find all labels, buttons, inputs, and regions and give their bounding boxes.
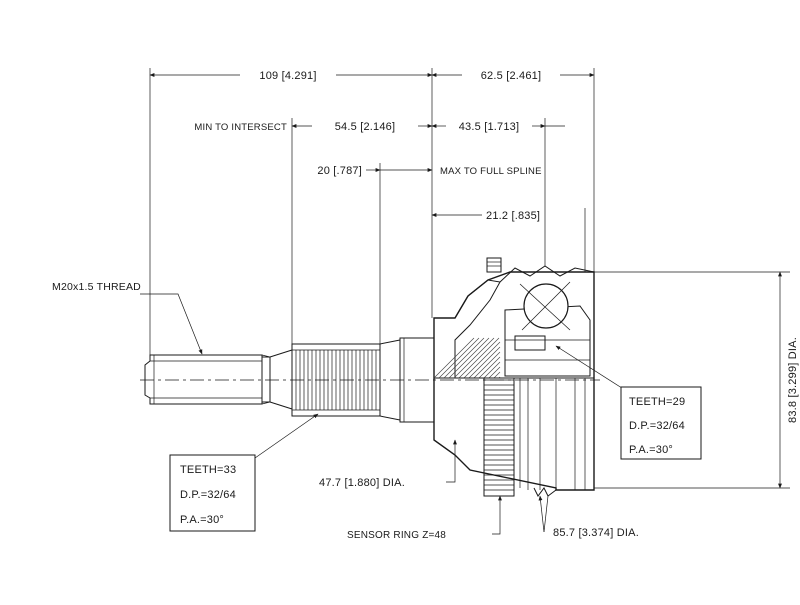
hatch-line <box>448 337 490 379</box>
dim-min-to-intersect: 54.5 [2.146] <box>335 121 396 133</box>
label-sensor-ring: SENSOR RING Z=48 <box>347 530 446 541</box>
inner-teeth: TEETH=29 <box>629 396 685 408</box>
shaft-spline-spec-box: TEETH=33 D.P.=32/64 P.A.=30° <box>169 454 256 532</box>
inner-pa: P.A.=30° <box>629 444 673 456</box>
dim-shaft-dia: 47.7 [1.880] DIA. <box>319 477 405 489</box>
shaft-teeth: TEETH=33 <box>180 464 236 476</box>
hatch-line <box>473 351 501 379</box>
dimension-labels: 109 [4.291] 62.5 [2.461] MIN TO INTERSEC… <box>52 70 799 541</box>
hatch-line <box>453 337 495 379</box>
dim-spline-start: 20 [.787] <box>317 165 362 177</box>
threaded-stub <box>144 349 293 410</box>
label-max-to-full-spline: MAX TO FULL SPLINE <box>440 166 542 177</box>
leader-lines <box>140 293 626 535</box>
inner-spline-spec-box: TEETH=29 D.P.=32/64 P.A.=30° <box>620 386 702 460</box>
shaft-dp: D.P.=32/64 <box>180 489 236 501</box>
hatch-line <box>443 337 485 379</box>
hatch-line <box>438 337 480 379</box>
extension-lines <box>149 68 790 489</box>
inner-dp: D.P.=32/64 <box>629 420 685 432</box>
hatch-line <box>488 366 501 379</box>
dim-body-dia: 85.7 [3.374] DIA. <box>553 527 639 539</box>
dim-bell-inner: 43.5 [1.713] <box>459 121 520 133</box>
hatch-line <box>468 346 501 379</box>
hatch-line <box>458 337 500 379</box>
dim-overall-length: 109 [4.291] <box>259 70 316 82</box>
dim-bell-length: 62.5 [2.461] <box>481 70 542 82</box>
hatch-line <box>463 341 501 379</box>
dim-outer-dia: 83.8 [3.299] DIA. <box>787 337 799 423</box>
hatch-line <box>483 361 501 379</box>
hatch-line <box>478 356 501 379</box>
dim-spline-offset: 21.2 [.835] <box>486 210 540 222</box>
label-thread: M20x1.5 THREAD <box>52 281 141 293</box>
hatch-line <box>433 337 475 379</box>
shaft-pa: P.A.=30° <box>180 514 224 526</box>
hatch-line <box>493 371 501 379</box>
label-min-to-intersect: MIN TO INTERSECT <box>194 122 287 133</box>
splined-shaft <box>291 337 435 423</box>
dimension-lines <box>149 73 782 489</box>
